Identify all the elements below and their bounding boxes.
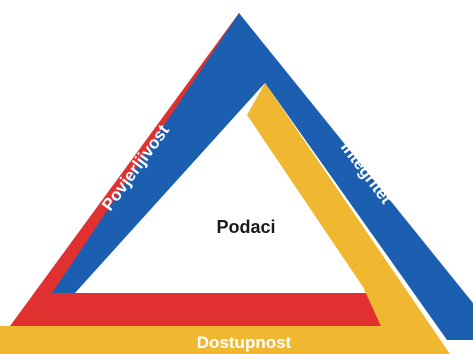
inner-triangle xyxy=(128,115,365,290)
band-integritet xyxy=(52,13,473,340)
label-dostupnost: Dostupnost xyxy=(197,333,292,352)
label-podaci: Podaci xyxy=(216,217,275,237)
band-dostupnost xyxy=(0,83,450,354)
